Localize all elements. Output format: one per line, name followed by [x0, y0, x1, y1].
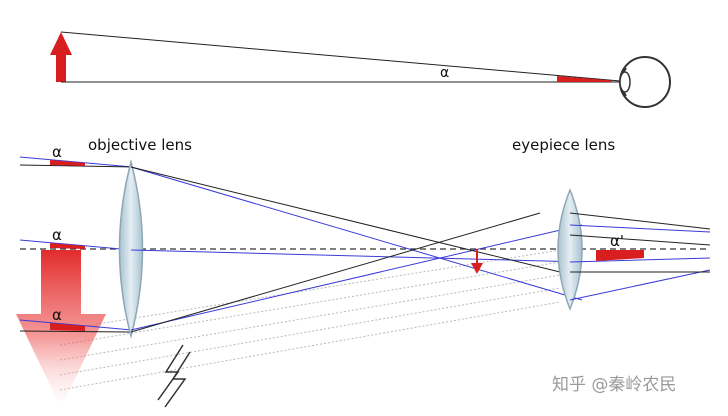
eyepiece-lens: [557, 188, 583, 312]
object-arrow-icon: [50, 32, 72, 82]
objective-lens-label: objective lens: [88, 136, 192, 154]
incoming-black-rays: [19, 164, 133, 333]
converging-blue-rays: [130, 166, 583, 331]
angle-alpha-wedge-3: [50, 323, 85, 331]
converging-black-rays: [130, 166, 561, 333]
eyepiece-lens-label: eyepiece lens: [512, 136, 615, 154]
outgoing-blue-rays: [569, 224, 711, 301]
incoming-blue-rays: [19, 156, 133, 331]
alpha-prime-label: α': [610, 232, 624, 250]
alpha-label-2: α: [52, 226, 62, 244]
break-symbol-icon: [157, 344, 191, 408]
angle-alpha-wedge-2: [50, 243, 85, 249]
objective-lens: [118, 159, 144, 339]
eye-icon: [619, 56, 671, 108]
alpha-label-top: α: [440, 65, 449, 81]
watermark: 知乎 @秦岭农民: [552, 375, 676, 395]
angle-alpha-wedge-1: [50, 160, 85, 166]
alpha-label-1: α: [52, 143, 62, 161]
outgoing-black-rays: [569, 212, 711, 273]
top-ray-upper: [60, 31, 621, 82]
angle-alpha-prime-wedge: [596, 250, 644, 261]
naked-eye-view: α: [50, 31, 671, 108]
angle-alpha-wedge: [557, 76, 612, 82]
alpha-label-3: α: [52, 306, 62, 324]
intermediate-image-arrow-icon: [471, 249, 483, 274]
telescope-view: α α α α' objective lens eyepiece lens 知乎…: [16, 136, 711, 408]
